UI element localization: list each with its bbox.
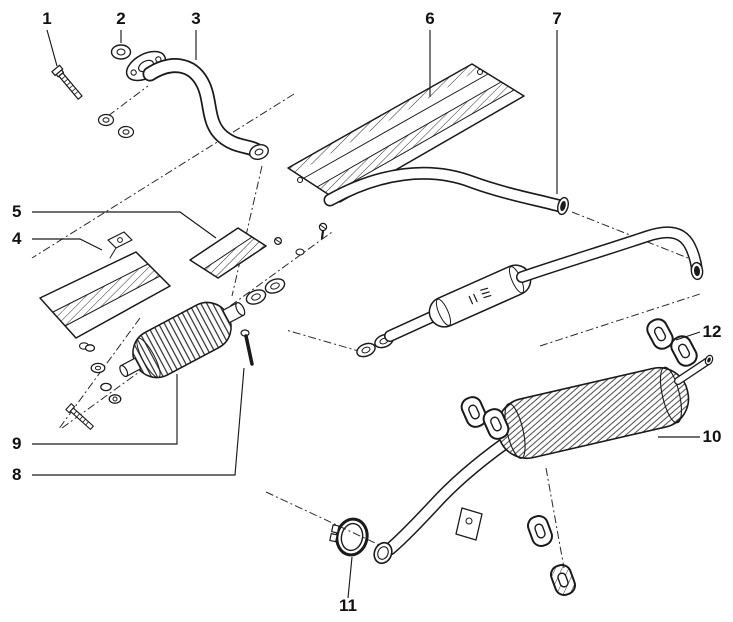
callout-12: 12 <box>703 322 722 341</box>
leader-1 <box>46 29 58 67</box>
rubber-hanger <box>482 408 510 440</box>
part-clamp <box>329 517 369 557</box>
leader-12 <box>675 331 701 341</box>
callout-6: 6 <box>425 9 434 28</box>
part-front-pipe <box>125 50 269 160</box>
callout-5: 5 <box>12 202 21 221</box>
silencer-body <box>496 366 690 460</box>
part-heat-shield-left <box>39 231 171 350</box>
axis-line <box>539 293 701 347</box>
leader-4 <box>32 238 103 251</box>
part-rubber-hangers <box>460 318 698 596</box>
tailpipe <box>674 354 714 385</box>
part-nut <box>97 44 135 139</box>
leader-8 <box>32 367 245 476</box>
axis-line <box>571 211 689 259</box>
callout-labels: 1 2 3 6 7 5 4 12 10 9 8 11 <box>12 9 721 615</box>
axis-line <box>31 93 295 259</box>
axis-line <box>285 329 363 353</box>
callout-3: 3 <box>191 9 200 28</box>
axis-line <box>231 165 263 297</box>
callout-leaders <box>32 29 701 599</box>
callout-9: 9 <box>12 434 21 453</box>
leader-5 <box>32 211 217 239</box>
rubber-hanger <box>670 335 698 367</box>
axis-line <box>545 467 565 569</box>
callout-7: 7 <box>552 9 561 28</box>
part-resonator-assembly <box>356 226 704 358</box>
part-heat-shield-small <box>189 227 305 279</box>
part-bolt <box>51 64 83 100</box>
part-heat-shield-large <box>287 63 525 240</box>
axis-line <box>265 491 389 550</box>
part-catalytic-converter <box>119 301 246 379</box>
shield-screw <box>274 237 283 246</box>
lower-bolt <box>65 403 94 430</box>
part-intermediate-pipe-front <box>323 166 569 216</box>
part-mounting-hardware <box>65 278 286 430</box>
resonator-body <box>428 264 532 328</box>
shield-screw <box>318 222 328 240</box>
rubber-hanger <box>550 564 576 596</box>
callout-8: 8 <box>12 465 21 484</box>
callout-4: 4 <box>12 229 22 248</box>
rubber-hanger <box>646 318 674 350</box>
small-bolt <box>240 329 254 366</box>
callout-10: 10 <box>703 427 722 446</box>
rubber-hanger <box>460 396 488 428</box>
leader-9 <box>32 374 178 445</box>
callout-11: 11 <box>339 596 357 615</box>
rubber-hanger <box>527 515 553 547</box>
axis-line <box>107 85 149 117</box>
leader-11 <box>347 556 353 599</box>
callout-1: 1 <box>42 9 51 28</box>
callout-2: 2 <box>116 9 125 28</box>
